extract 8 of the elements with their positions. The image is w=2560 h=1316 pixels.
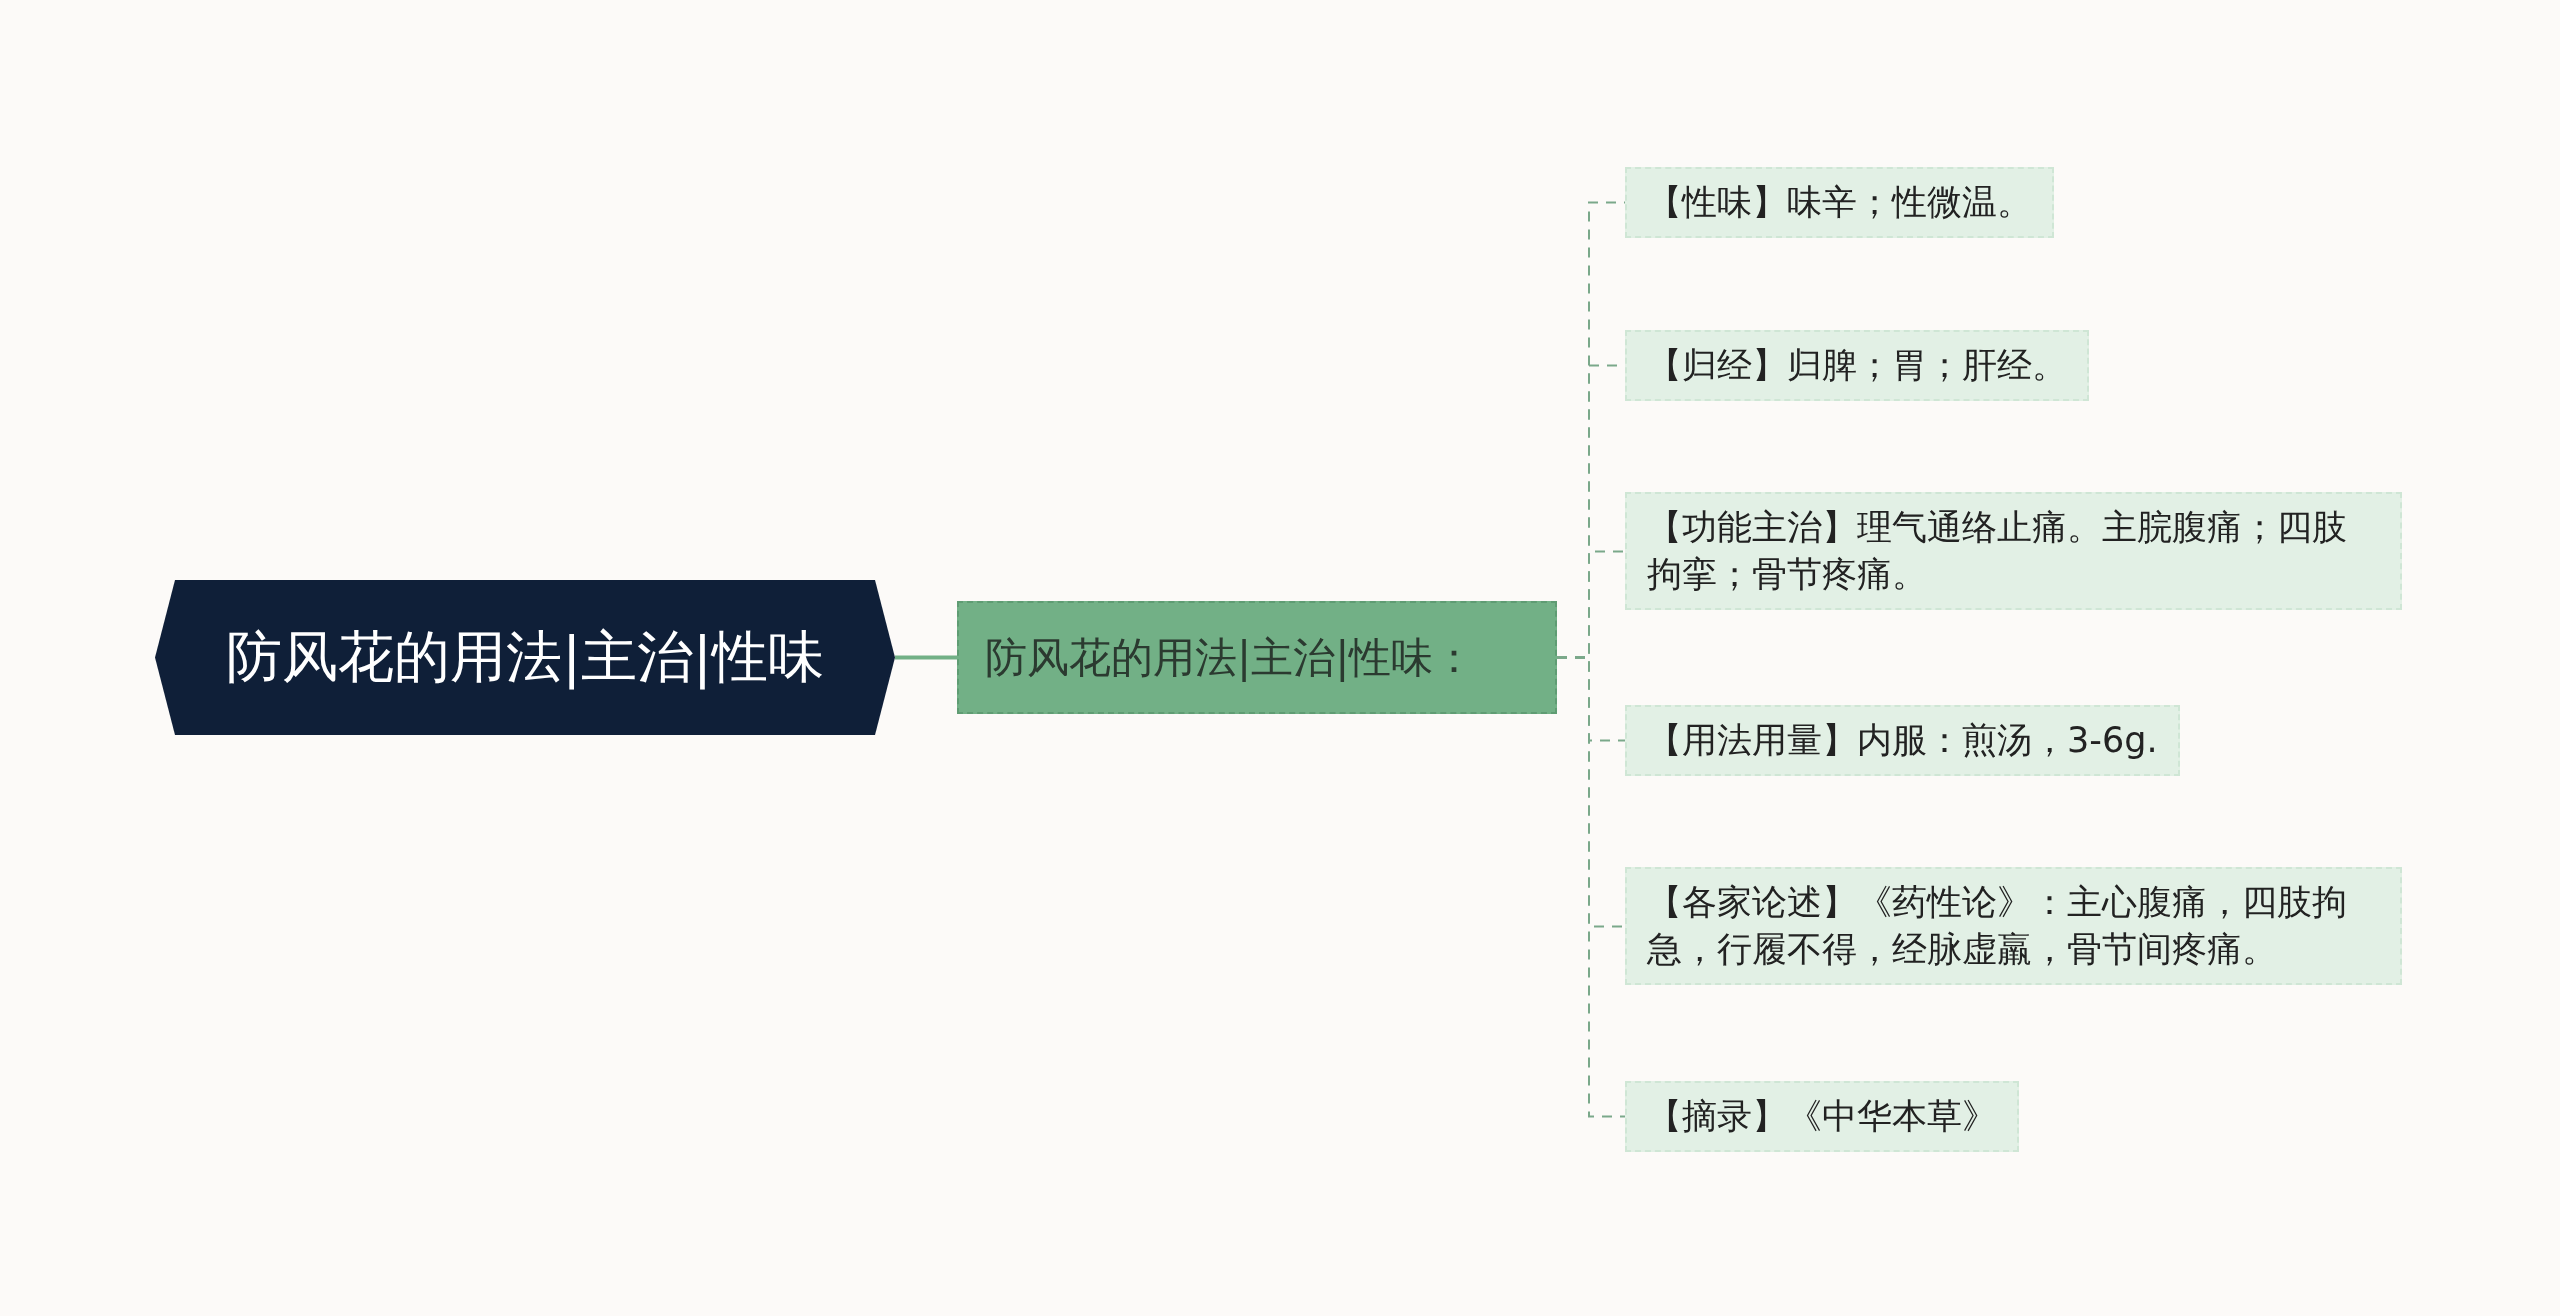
connector-line bbox=[895, 655, 957, 660]
topic-box: 【功能主治】理气通络止痛。主脘腹痛；四肢拘挛；骨节疼痛。 bbox=[1625, 491, 2402, 610]
topic-box: 【性味】味辛；性微温。 bbox=[1625, 166, 2054, 238]
topic-box: 【摘录】《中华本草》 bbox=[1625, 1080, 2019, 1152]
topic-box: 【归经】归脾；胃；肝经。 bbox=[1625, 329, 2089, 401]
topic-box: 【各家论述】《药性论》：主心腹痛，四肢拘急，行履不得，经脉虚羸，骨节间疼痛。 bbox=[1625, 866, 2402, 985]
topic-box: 【用法用量】内服：煎汤，3-6g. bbox=[1625, 704, 2180, 776]
subtopic-box: 防风花的用法|主治|性味： bbox=[957, 601, 1557, 714]
